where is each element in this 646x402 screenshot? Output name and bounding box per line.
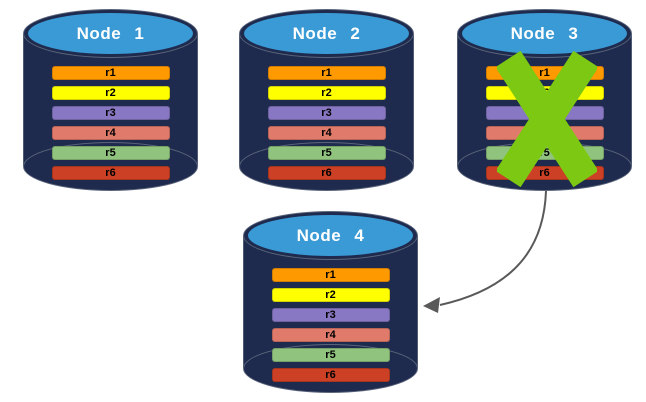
node-label: Node 1 — [76, 23, 145, 43]
cylinder-top-ellipse: Node 4 — [248, 215, 413, 256]
row-r3: r3 — [267, 106, 386, 120]
row-r4: r4 — [267, 126, 386, 140]
node-3-cylinder: Node 3 r1 r2 r3 r4 r5 r6 — [457, 9, 632, 191]
replica-rows: r1 r2 r3 r4 r5 r6 — [239, 66, 414, 180]
row-r2: r2 — [51, 86, 170, 100]
row-r5: r5 — [51, 146, 170, 160]
node-4-cylinder: Node 4 r1 r2 r3 r4 r5 r6 — [243, 211, 418, 393]
node-label: Node 3 — [510, 23, 579, 43]
row-r3: r3 — [51, 106, 170, 120]
node-2-cylinder: Node 2 r1 r2 r3 r4 r5 r6 — [239, 9, 414, 191]
row-r6: r6 — [51, 166, 170, 180]
row-r2: r2 — [267, 86, 386, 100]
row-r3: r3 — [271, 308, 390, 322]
replica-rows: r1 r2 r3 r4 r5 r6 — [23, 66, 198, 180]
replica-rows: r1 r2 r3 r4 r5 r6 — [243, 268, 418, 382]
node-label: Node 2 — [292, 23, 361, 43]
node-label: Node 4 — [296, 225, 365, 245]
node-1-cylinder: Node 1 r1 r2 r3 r4 r5 r6 — [23, 9, 198, 191]
row-r6: r6 — [267, 166, 386, 180]
row-r1: r1 — [271, 268, 390, 282]
row-r4: r4 — [51, 126, 170, 140]
failure-x-icon — [497, 51, 597, 187]
row-r1: r1 — [51, 66, 170, 80]
cylinder-top-ellipse: Node 2 — [244, 13, 409, 54]
row-r4: r4 — [271, 328, 390, 342]
cylinder-top-ellipse: Node 3 — [462, 13, 627, 54]
cylinder-top-ellipse: Node 1 — [28, 13, 193, 54]
row-r1: r1 — [267, 66, 386, 80]
row-r5: r5 — [271, 348, 390, 362]
row-r5: r5 — [267, 146, 386, 160]
row-r6: r6 — [271, 368, 390, 382]
row-r2: r2 — [271, 288, 390, 302]
